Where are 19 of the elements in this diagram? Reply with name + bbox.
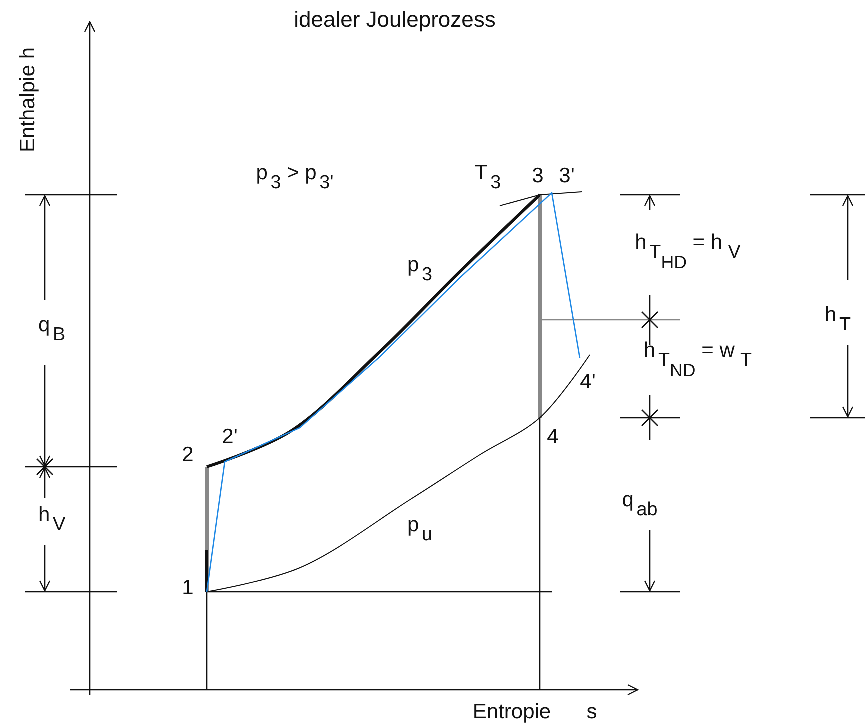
state-point-label: 3' [559,166,575,186]
state-point-label: 4' [580,372,596,392]
state-point-label: 3 [532,166,544,186]
axis-label: s [586,702,598,722]
axis-label: Enthalpie h [18,47,38,153]
state-point-label: 4 [547,426,559,448]
enthalpy-label: h$_{T}$ [824,304,852,336]
state-point-label: 2' [222,426,238,448]
condition-label: p$_{3}$ > p$_{3'}$ [256,162,334,194]
pressure-label: p$_{3}$ [407,254,433,286]
axis-label: Entropie [472,702,552,722]
enthalpy-label: h$_{V}$ [38,504,66,536]
heat-label: q$_{ab}$ [622,489,658,521]
temperature-label: T$_{3}$ [474,162,502,194]
pressure-label: p$_{u}$ [407,514,433,546]
heat-label: q$_{B}$ [38,314,66,346]
diagram-title: idealer Jouleprozess [294,9,496,31]
state-point-label: 2 [182,444,194,466]
state-point-label: 1 [182,578,194,598]
